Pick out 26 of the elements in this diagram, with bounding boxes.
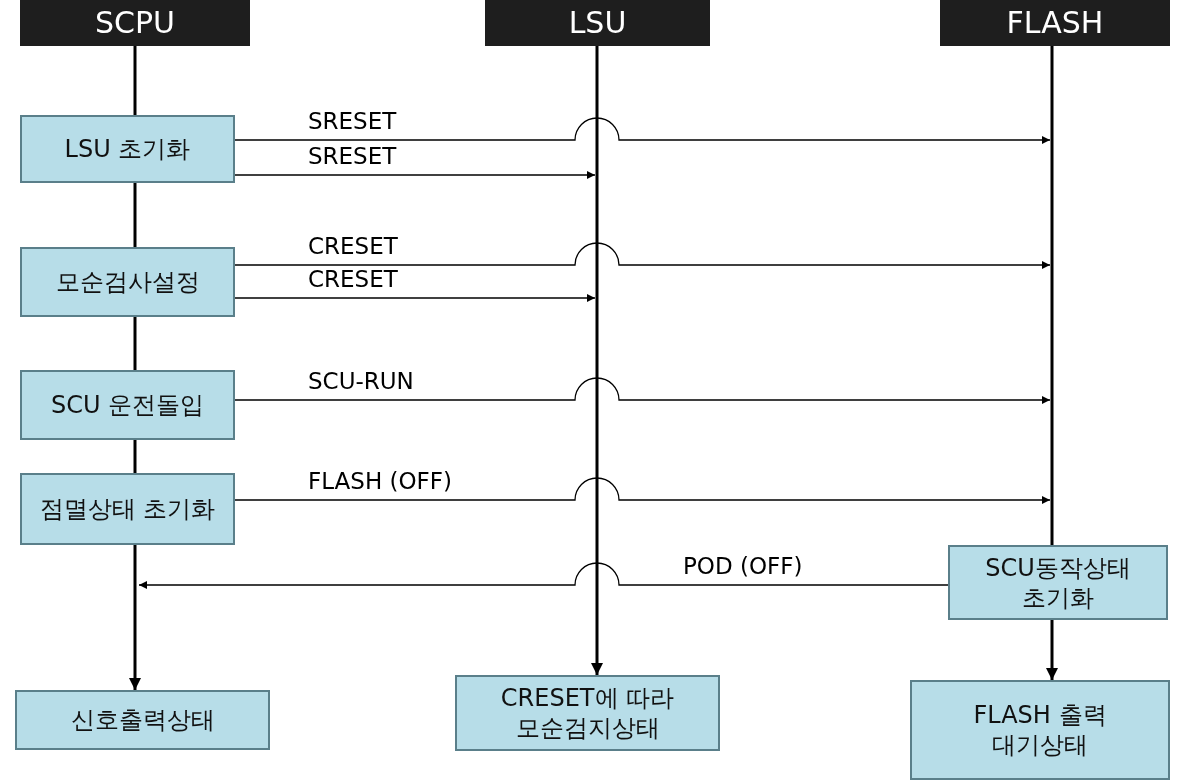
message-arrow	[234, 377, 1051, 404]
state-box: SCU동작상태 초기화	[948, 545, 1168, 620]
message-arrow	[138, 562, 949, 589]
message-arrow	[234, 294, 596, 302]
state-box: 신호출력상태	[15, 690, 270, 750]
state-box: CRESET에 따라 모순검지상태	[455, 675, 720, 751]
state-box: 점멸상태 초기화	[20, 473, 235, 545]
lifeline-header: SCPU	[20, 0, 250, 46]
message-arrow	[234, 242, 1051, 269]
lifeline	[133, 440, 137, 473]
lifeline	[133, 183, 137, 247]
message-arrow	[234, 171, 596, 179]
lifeline-header: FLASH	[940, 0, 1170, 46]
state-box: 모순검사설정	[20, 247, 235, 317]
state-box: SCU 운전돌입	[20, 370, 235, 440]
lifeline	[1050, 46, 1054, 545]
lifeline-arrow	[1046, 620, 1058, 680]
state-box: FLASH 출력 대기상태	[910, 680, 1170, 780]
lifeline	[133, 46, 137, 115]
message-arrow	[234, 117, 1051, 144]
lifeline-header: LSU	[485, 0, 710, 46]
message-arrow	[234, 477, 1051, 504]
lifeline	[133, 317, 137, 370]
state-box: LSU 초기화	[20, 115, 235, 183]
lifeline-arrow	[129, 545, 141, 690]
lifeline-arrow	[591, 46, 603, 675]
